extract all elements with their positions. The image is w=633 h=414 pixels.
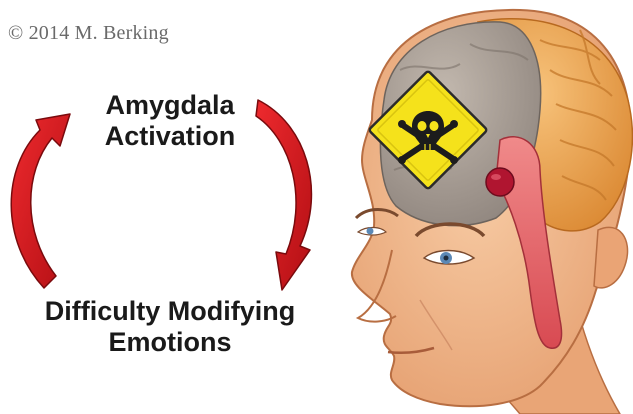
right-cycle-arrow	[256, 100, 311, 290]
amygdala	[486, 168, 514, 196]
head-illustration	[352, 10, 632, 414]
left-cycle-arrow	[11, 114, 70, 288]
ear	[594, 227, 628, 288]
